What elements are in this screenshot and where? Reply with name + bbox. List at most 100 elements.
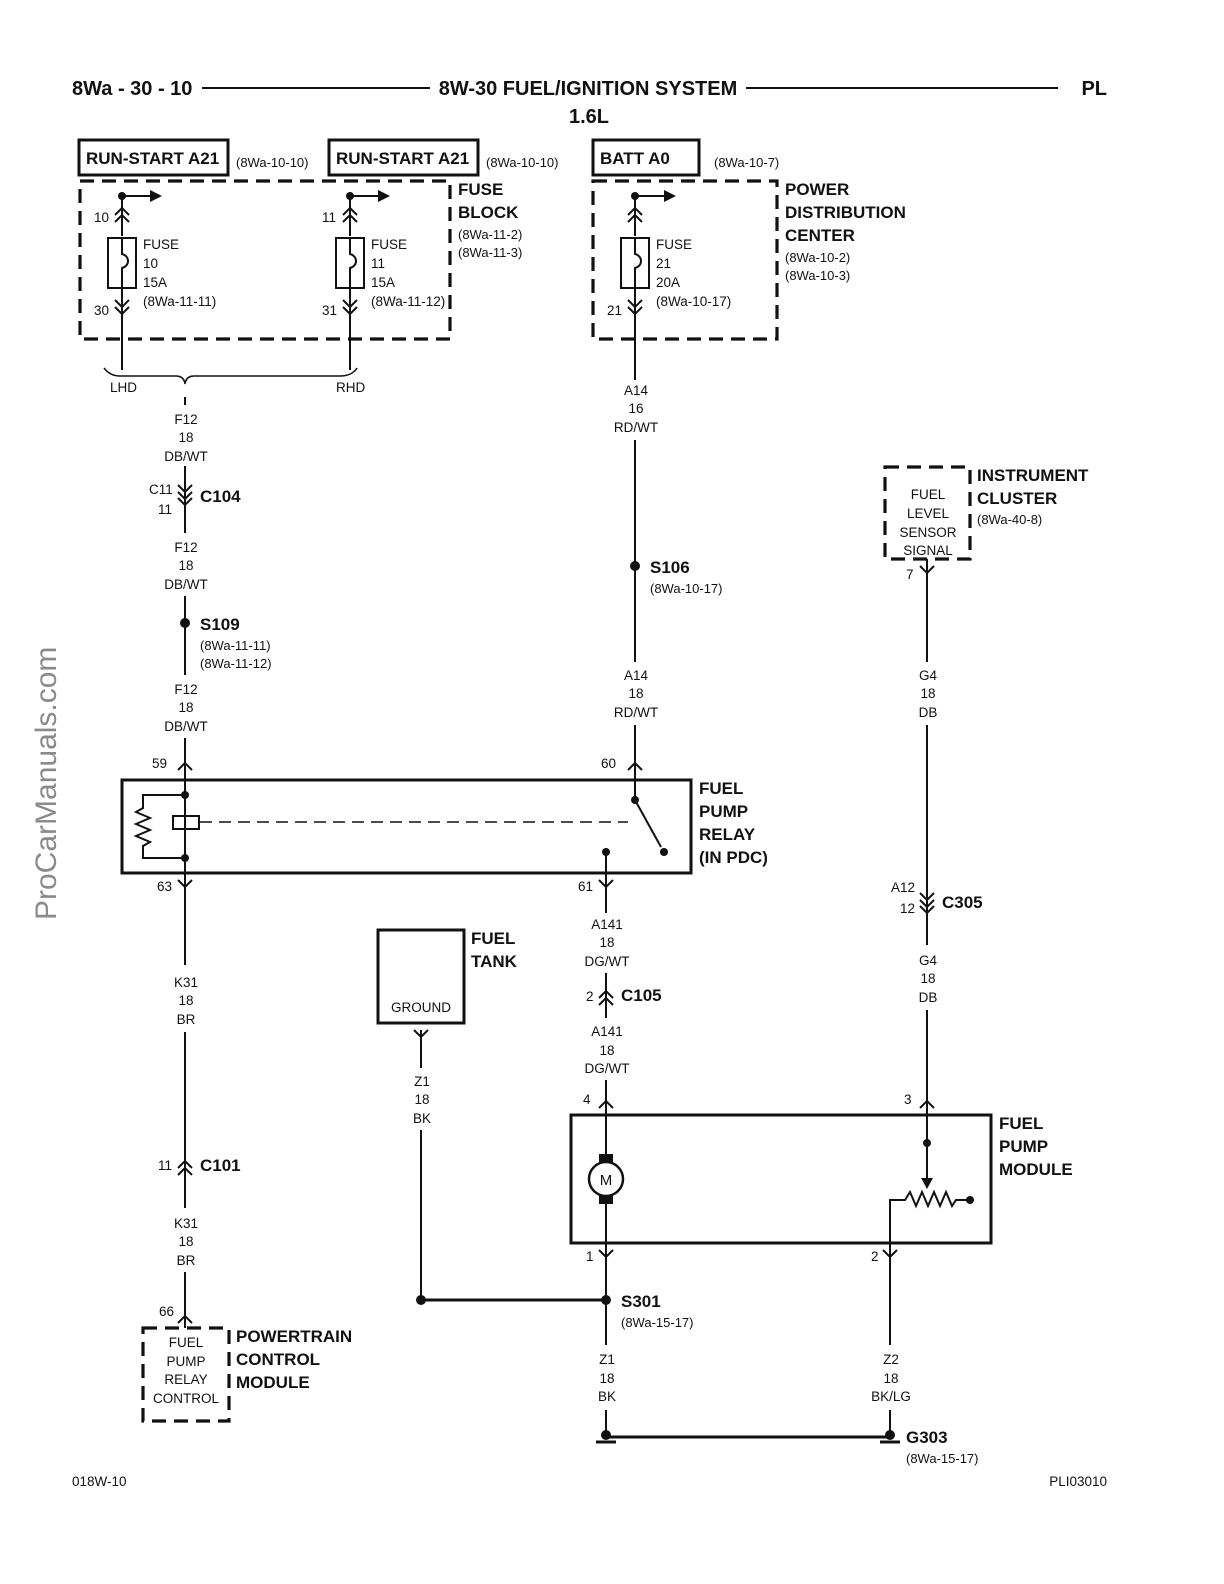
c105-label: C105 bbox=[621, 986, 662, 1005]
g4-a-color: DB bbox=[919, 705, 938, 720]
page-subtitle: 1.6L bbox=[569, 106, 609, 128]
relay-name-3: RELAY bbox=[699, 825, 756, 844]
pcm-pin-66: 66 bbox=[159, 1304, 174, 1319]
ic-inner-2: LEVEL bbox=[907, 506, 950, 521]
c104-label: C104 bbox=[200, 487, 241, 506]
fuse-11-line-4: (8Wa-11-12) bbox=[371, 294, 445, 309]
sender-wiper-arrow bbox=[921, 1178, 933, 1189]
z1-a-gauge: 18 bbox=[414, 1092, 429, 1107]
fuse-block-name-1: FUSE bbox=[458, 180, 503, 199]
instrument-cluster-outline bbox=[883, 465, 972, 561]
fuse-21-out-pin: 21 bbox=[607, 303, 622, 318]
z1-b-gauge: 18 bbox=[599, 1371, 614, 1386]
fuse-11-feed-arrow bbox=[378, 190, 390, 202]
z1-b-color: BK bbox=[598, 1389, 616, 1404]
variant-rhd: RHD bbox=[336, 380, 365, 395]
a141-a-color: DG/WT bbox=[585, 954, 630, 969]
footer-right-code: PLI03010 bbox=[1049, 1474, 1107, 1489]
relay-name-4: (IN PDC) bbox=[699, 848, 768, 867]
fuse-10-connector-in bbox=[114, 206, 130, 223]
k31-b-color: BR bbox=[177, 1253, 196, 1268]
a14-a-circuit: A14 bbox=[624, 383, 649, 398]
pcm-inner-4: CONTROL bbox=[153, 1391, 219, 1406]
page-title: 8W-30 FUEL/IGNITION SYSTEM bbox=[439, 78, 738, 100]
fuse-11-line-2: 11 bbox=[371, 256, 385, 271]
s109-ref-2: (8Wa-11-12) bbox=[200, 656, 272, 671]
fuse-21-element bbox=[634, 238, 642, 288]
fuse-11-out-pin: 31 bbox=[322, 303, 337, 318]
f12-a-color: DB/WT bbox=[164, 449, 208, 464]
circuit-g4: G4 18 DB A12 12 C305 G4 18 DB 3 bbox=[891, 559, 983, 1115]
a14-a-color: RD/WT bbox=[614, 420, 658, 435]
ic-ref: (8Wa-40-8) bbox=[977, 512, 1042, 527]
fuel-tank-name-2: TANK bbox=[471, 952, 518, 971]
f12-a-gauge: 18 bbox=[178, 430, 193, 445]
source-ref-run-start-2: (8Wa-10-10) bbox=[486, 155, 558, 170]
relay-switch-arm bbox=[634, 799, 662, 848]
z1-a-color: BK bbox=[413, 1111, 431, 1126]
fuse-10-line-1: FUSE bbox=[143, 237, 179, 252]
pump-motor-label: M bbox=[600, 1172, 613, 1189]
s109-label: S109 bbox=[200, 615, 240, 634]
fuse-block: FUSE BLOCK (8Wa-11-2) (8Wa-11-3) 10 30 F… bbox=[78, 179, 522, 370]
c104-connector-symbol bbox=[177, 484, 193, 507]
z2-circuit: Z2 bbox=[883, 1352, 899, 1367]
fuel-pump-relay: FUEL PUMP RELAY (IN PDC) 63 61 bbox=[120, 778, 768, 894]
powertrain-control-module: FUEL PUMP RELAY CONTROL POWERTRAIN CONTR… bbox=[141, 1326, 352, 1423]
pcm-name-3: MODULE bbox=[236, 1373, 310, 1392]
a141-a-circuit: A141 bbox=[591, 917, 623, 932]
platform-code: PL bbox=[1081, 78, 1107, 100]
k31-a-circuit: K31 bbox=[174, 975, 198, 990]
pump-motor-brush-bottom bbox=[599, 1196, 613, 1204]
pcm-outline bbox=[141, 1326, 231, 1423]
fuel-tank-inner: GROUND bbox=[391, 1000, 451, 1015]
c305-connector-symbol bbox=[919, 892, 935, 915]
circuit-k31: K31 18 BR 11 C101 K31 18 BR 66 bbox=[158, 873, 241, 1328]
fuel-tank-name-1: FUEL bbox=[471, 929, 515, 948]
ic-name-1: INSTRUMENT bbox=[977, 466, 1089, 485]
power-distribution-center: POWER DISTRIBUTION CENTER (8Wa-10-2) (8W… bbox=[591, 179, 906, 380]
variant-lhd: LHD bbox=[110, 380, 137, 395]
g4-b-circuit: G4 bbox=[919, 953, 938, 968]
pdc-name-3: CENTER bbox=[785, 226, 855, 245]
fuse-10-feed-arrow bbox=[150, 190, 162, 202]
fuse-11-connector-in bbox=[342, 206, 358, 223]
fuel-tank-outline bbox=[376, 928, 466, 1025]
fuse-block-name-2: BLOCK bbox=[458, 203, 519, 222]
fuse-21-line-1: FUSE bbox=[656, 237, 692, 252]
relay-name-1: FUEL bbox=[699, 779, 743, 798]
fuel-pump-module: FUEL PUMP MODULE M 1 2 bbox=[569, 1113, 1073, 1264]
pcm-inner-3: RELAY bbox=[164, 1372, 207, 1387]
pump-motor-brush-top bbox=[599, 1154, 613, 1162]
fuel-tank: GROUND FUEL TANK Z1 18 BK bbox=[376, 928, 606, 1305]
f12-c-color: DB/WT bbox=[164, 719, 208, 734]
relay-pin-60-connector bbox=[627, 761, 643, 771]
pcm-name-1: POWERTRAIN bbox=[236, 1327, 352, 1346]
c104-pin-bottom: 11 bbox=[158, 502, 172, 517]
fuse-10-out-pin: 30 bbox=[94, 303, 109, 318]
g303-ref: (8Wa-15-17) bbox=[906, 1451, 978, 1466]
ic-pin-7: 7 bbox=[906, 567, 914, 582]
g4-b-gauge: 18 bbox=[920, 971, 935, 986]
source-box-run-start-2 bbox=[327, 138, 480, 177]
fuse-block-ref-2: (8Wa-11-3) bbox=[458, 245, 522, 260]
fuse-10-in-pin: 10 bbox=[94, 210, 109, 225]
variant-brace bbox=[103, 367, 358, 385]
ground-node-left bbox=[601, 1430, 611, 1440]
fuel-level-sender-resistor bbox=[889, 1189, 970, 1242]
fuse-21: 21 FUSE 21 20A (8Wa-10-17) bbox=[607, 190, 731, 380]
pdc-ref-2: (8Wa-10-3) bbox=[785, 268, 850, 283]
c305-label: C305 bbox=[942, 893, 983, 912]
f12-b-gauge: 18 bbox=[178, 558, 193, 573]
z2-color: BK/LG bbox=[871, 1389, 911, 1404]
source-labels: RUN-START A21 (8Wa-10-10) RUN-START A21 … bbox=[77, 138, 779, 177]
pdc-ref-1: (8Wa-10-2) bbox=[785, 250, 850, 265]
g4-a-circuit: G4 bbox=[919, 668, 938, 683]
a14-b-circuit: A14 bbox=[624, 668, 649, 683]
pcm-pin-66-connector bbox=[177, 1314, 193, 1324]
fuse-11: 11 31 FUSE 11 15A (8Wa-11-12) bbox=[322, 190, 445, 370]
c305-pin-bottom: 12 bbox=[900, 901, 915, 916]
relay-pin-63: 63 bbox=[157, 879, 172, 894]
fuse-block-outline bbox=[78, 179, 452, 341]
relay-pin-61: 61 bbox=[578, 879, 593, 894]
